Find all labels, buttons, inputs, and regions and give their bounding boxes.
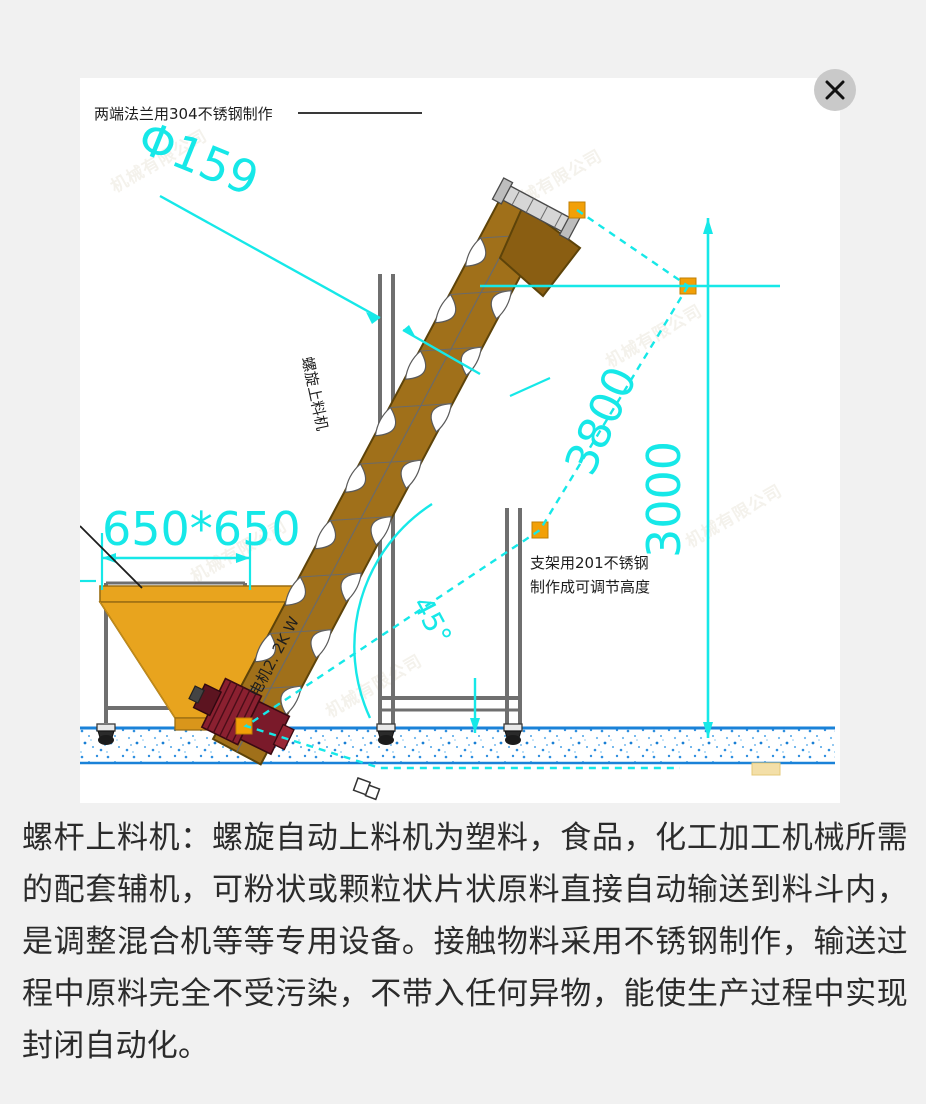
dimension-height-label: 3000 [637,441,691,558]
watermark: 机械有限公司 [682,480,786,552]
dimension-diameter-label: Φ159 [131,110,266,207]
drive-motor [188,677,295,756]
annotation-machine-name: 螺旋上料机 [298,355,331,432]
text-annotations: 两端法兰用304不锈钢制作 支架用201不锈钢 制作成可调节高度 螺旋上料机 电… [94,105,650,700]
ground-floor [80,726,835,776]
close-x-icon [825,80,845,100]
annotation-bracket-line2: 制作成可调节高度 [530,578,650,596]
watermark: 机械有限公司 [602,300,706,372]
coupling-part [352,777,381,801]
product-description: 螺杆上料机：螺旋自动上料机为塑料，食品，化工加工机械所需的配套辅机，可粉状或颗粒… [22,820,908,1064]
dimension-hopper-label: 650*650 [102,502,301,556]
screw-conveyor-technical-diagram: 机械有限公司 机械有限公司 机械有限公司 机械有限公司 机械有限公司 机械有限公… [80,105,835,801]
annotation-flange-note: 两端法兰用304不锈钢制作 [94,105,273,123]
dimension-lines [80,194,780,770]
dimension-angle-label: 45° [406,591,458,650]
product-image-panel: 机械有限公司 机械有限公司 机械有限公司 机械有限公司 机械有限公司 机械有限公… [80,78,840,803]
watermark: 机械有限公司 [322,650,426,722]
top-flange [491,177,581,241]
close-button[interactable] [814,69,856,111]
annotation-bracket-line1: 支架用201不锈钢 [530,554,649,572]
leader-lines [80,112,422,589]
dimension-length-label: 3800 [555,359,647,482]
